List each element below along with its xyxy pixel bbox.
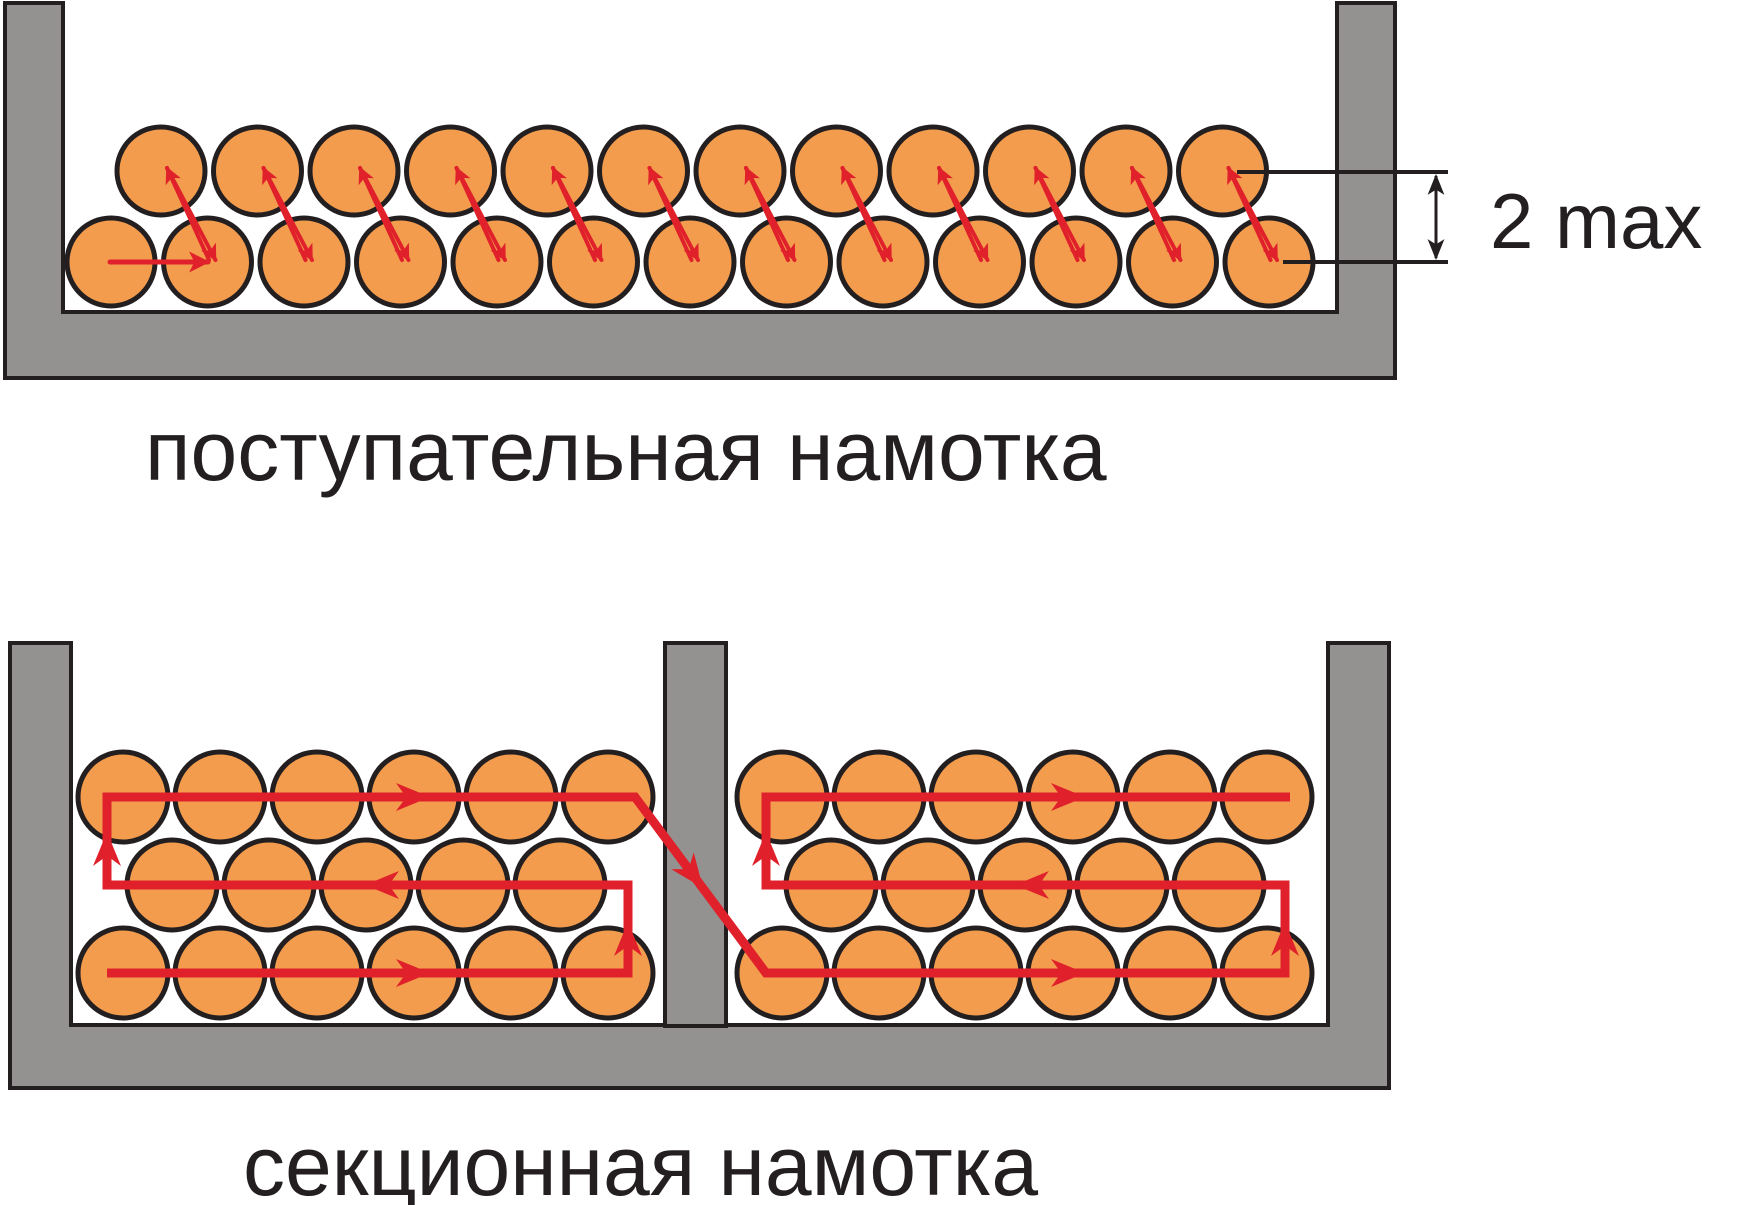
dimension-indicator: 2 max xyxy=(1237,170,1702,265)
wire-turn xyxy=(597,124,690,218)
wire-turn xyxy=(740,215,833,309)
caption-sectional-winding: секционная намотка xyxy=(243,1119,1038,1205)
wire-turn xyxy=(114,124,208,218)
sectional-winding-diagram: секционная намотка xyxy=(8,641,1391,1205)
winding-arrowhead xyxy=(396,783,430,811)
winding-arrow xyxy=(551,166,604,262)
wire-turn xyxy=(354,215,447,309)
wire-turn xyxy=(547,215,640,309)
bobbin-frame-top xyxy=(3,1,1397,380)
wire-turn xyxy=(983,124,1076,218)
winding-arrowhead xyxy=(1051,959,1085,987)
winding-arrowhead xyxy=(1271,922,1299,956)
section-divider xyxy=(663,641,728,1028)
bottom-winding-path xyxy=(93,783,1299,987)
wire-turn xyxy=(933,215,1026,309)
winding-arrowhead xyxy=(752,832,780,866)
wire-turn xyxy=(886,124,980,218)
wire-turn xyxy=(1029,215,1123,309)
winding-arrowhead xyxy=(671,852,703,888)
wire-turn xyxy=(307,124,401,218)
winding-arrow xyxy=(1130,166,1183,262)
progressive-winding-diagram: 2 max поступательная намотка xyxy=(3,1,1702,498)
winding-arrow xyxy=(454,166,507,262)
winding-arrow xyxy=(165,166,218,262)
wire-turn xyxy=(1126,215,1219,309)
winding-arrow xyxy=(840,166,893,262)
caption-progressive-winding: поступательная намотка xyxy=(145,404,1107,498)
wire-turn xyxy=(450,215,544,309)
winding-arrowhead xyxy=(365,871,399,899)
wire-turn xyxy=(404,124,497,218)
winding-arrow xyxy=(937,166,990,262)
top-winding-path xyxy=(107,166,1279,273)
winding-arrowhead xyxy=(1015,871,1049,899)
winding-arrowhead xyxy=(1051,783,1085,811)
bobbin-frame-bottom xyxy=(8,641,1391,1090)
winding-arrow xyxy=(358,166,411,262)
wire-turn xyxy=(790,124,883,218)
winding-arrow xyxy=(744,166,797,262)
winding-arrowhead xyxy=(93,832,121,866)
winding-arrowhead xyxy=(614,922,642,956)
wire-turn xyxy=(257,215,351,309)
wire-turn xyxy=(836,215,930,309)
winding-arrow xyxy=(647,166,700,262)
winding-arrow xyxy=(261,166,314,262)
wire-turn xyxy=(211,124,304,218)
winding-arrow xyxy=(1226,166,1279,262)
wire-turn xyxy=(1079,124,1173,218)
top-wire-layers xyxy=(64,124,1316,309)
winding-arrowhead xyxy=(396,959,430,987)
wire-turn xyxy=(643,215,737,309)
winding-arrow xyxy=(1033,166,1086,262)
wire-turn xyxy=(500,124,594,218)
wire-turn xyxy=(693,124,787,218)
dimension-label: 2 max xyxy=(1490,177,1702,265)
